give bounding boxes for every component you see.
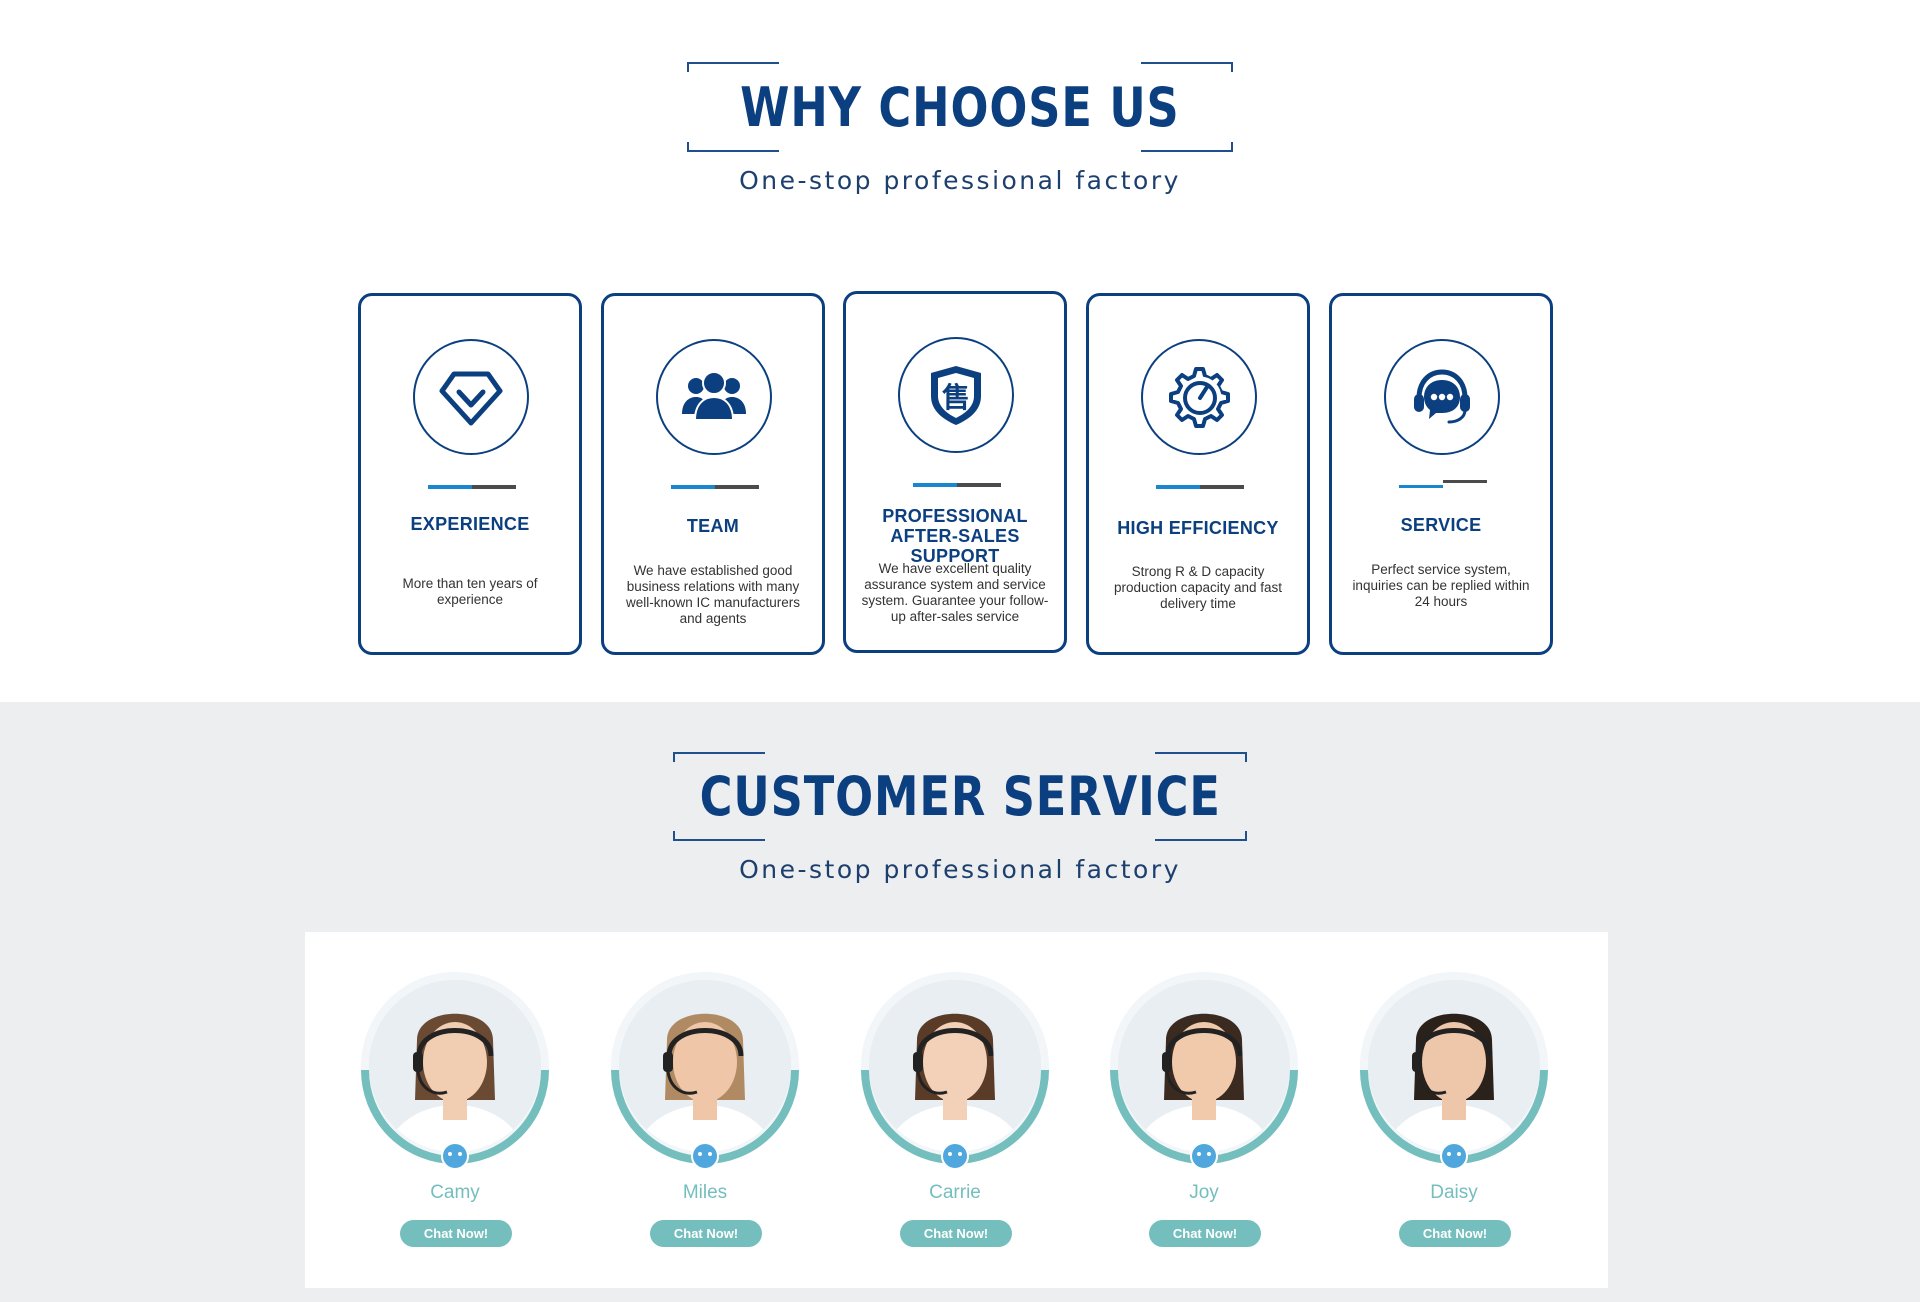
chat-now-button[interactable]: Chat Now!: [900, 1220, 1012, 1247]
customer-service-subtitle: One-stop professional factory: [739, 855, 1181, 884]
card-divider: [1399, 480, 1487, 488]
why-choose-subtitle: One-stop professional factory: [739, 166, 1181, 195]
chat-now-button[interactable]: Chat Now!: [400, 1220, 512, 1247]
team-icon: [656, 339, 772, 455]
headset-chat-icon: [1384, 339, 1500, 455]
diamond-icon: [413, 339, 529, 455]
card-title: PROFESSIONAL AFTER-SALES SUPPORT: [882, 506, 1028, 566]
agent-name: Carrie: [929, 1182, 981, 1203]
card-team: TEAM We have established good business r…: [601, 293, 825, 655]
agent-name: Miles: [682, 1182, 728, 1203]
card-service: SERVICE Perfect service system, inquirie…: [1329, 293, 1553, 655]
why-choose-title: WHY CHOOSE US: [740, 76, 1180, 139]
card-after-sales: 售 PROFESSIONAL AFTER-SALES SUPPORT We ha…: [843, 291, 1067, 653]
agent-name: Joy: [1189, 1182, 1219, 1203]
shield-glyph: 售: [942, 381, 970, 414]
card-experience: EXPERIENCE More than ten years of experi…: [358, 293, 582, 655]
agent-avatar: [855, 970, 1055, 1170]
card-description: We have excellent quality assurance syst…: [861, 561, 1049, 624]
agent-name: Camy: [430, 1182, 480, 1203]
agent-avatar: [1104, 970, 1304, 1170]
title-frame: WHY CHOOSE US: [687, 62, 1233, 152]
after-sales-shield-icon: 售: [898, 337, 1014, 453]
card-title: EXPERIENCE: [410, 514, 530, 534]
card-title: SERVICE: [1400, 515, 1482, 535]
chat-now-button[interactable]: Chat Now!: [1399, 1220, 1511, 1247]
card-title: HIGH EFFICIENCY: [1117, 518, 1279, 538]
card-description: Strong R & D capacity production capacit…: [1113, 564, 1283, 611]
card-divider: [1156, 485, 1244, 489]
chat-now-button[interactable]: Chat Now!: [650, 1220, 762, 1247]
agent-avatar: [605, 970, 805, 1170]
card-description: Perfect service system, inquiries can be…: [1352, 562, 1530, 609]
card-description: More than ten years of experience: [402, 576, 538, 607]
card-description: We have established good business relati…: [625, 563, 801, 626]
title-frame: CUSTOMER SERVICE: [672, 752, 1248, 841]
gear-gauge-icon: [1141, 339, 1257, 455]
chat-now-button[interactable]: Chat Now!: [1149, 1220, 1261, 1247]
feature-cards: EXPERIENCE More than ten years of experi…: [358, 291, 1558, 657]
agent-name: Daisy: [1430, 1182, 1478, 1203]
card-divider: [913, 483, 1001, 487]
card-divider: [428, 485, 516, 489]
customer-service-title: CUSTOMER SERVICE: [699, 765, 1221, 828]
why-choose-header: WHY CHOOSE US One-stop professional fact…: [0, 62, 1920, 195]
card-divider: [671, 485, 759, 489]
agent-avatar: [1354, 970, 1554, 1170]
card-title: TEAM: [686, 516, 740, 536]
card-high-efficiency: HIGH EFFICIENCY Strong R & D capacity pr…: [1086, 293, 1310, 655]
agent-avatar: [355, 970, 555, 1170]
customer-service-header: CUSTOMER SERVICE One-stop professional f…: [0, 752, 1920, 884]
